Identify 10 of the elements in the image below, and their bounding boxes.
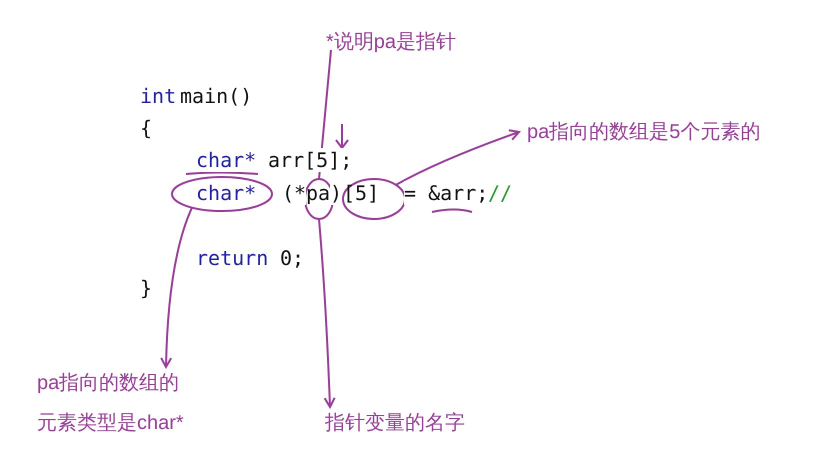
code-text: pa (306, 181, 330, 205)
annotation-text: 指针变量的名字 (325, 403, 465, 443)
arrow (318, 218, 336, 408)
annotation-text: *说明pa是指针 (326, 22, 456, 62)
arrow (160, 207, 193, 368)
annotation-text: pa指向的数组的元素类型是char* (37, 363, 191, 443)
code-text: char* (196, 181, 256, 205)
annotation-text: pa指向的数组是5个元素的 (527, 112, 760, 152)
code-text: [5] (343, 181, 380, 205)
arrow (395, 129, 520, 186)
